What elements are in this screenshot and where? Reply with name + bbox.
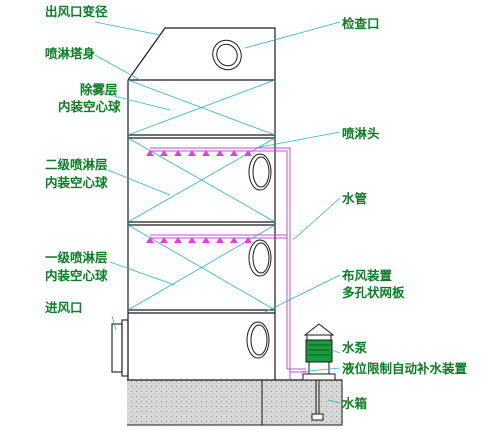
packing-cross-lines — [127, 79, 276, 311]
inspection-port-3 — [248, 239, 272, 277]
label-inspection-port: 检查口 — [342, 16, 380, 31]
leader-lines — [89, 21, 341, 404]
spray-nozzle — [244, 150, 252, 156]
label-second-spray-filling: 内装空心球 — [45, 175, 108, 190]
label-perforated-plate: 多孔状网板 — [342, 285, 405, 300]
label-spray-tower-body: 喷淋塔身 — [45, 46, 96, 61]
tower-body — [127, 79, 276, 380]
spray-nozzle — [216, 237, 224, 243]
outlet-reducer-cone — [127, 27, 276, 81]
label-demister-layer: 除雾层 — [80, 82, 118, 97]
spray-nozzle — [230, 150, 238, 156]
spray-nozzle — [174, 237, 182, 243]
spray-nozzle — [244, 237, 252, 243]
spray-nozzle — [160, 150, 168, 156]
label-demister-filling: 内装空心球 — [58, 99, 121, 114]
label-water-tank: 水箱 — [342, 396, 368, 411]
label-first-spray-filling: 内装空心球 — [45, 268, 108, 283]
spray-nozzle — [174, 150, 182, 156]
spray-nozzle — [146, 150, 154, 156]
inspection-port-4 — [246, 321, 270, 359]
label-spray-head: 喷淋头 — [342, 126, 380, 141]
water-tank — [127, 379, 342, 426]
spray-nozzle — [202, 237, 210, 243]
label-water-pipe: 水管 — [342, 191, 368, 206]
pump-housing — [261, 379, 343, 426]
label-first-spray-layer: 一级喷淋层 — [45, 250, 108, 265]
label-air-distributor: 布风装置 — [342, 268, 393, 283]
label-second-spray-layer: 二级喷淋层 — [45, 157, 108, 172]
inspection-port-top — [212, 39, 242, 71]
spray-nozzle — [202, 150, 210, 156]
water-pipe — [150, 147, 306, 380]
spray-nozzles-row-1 — [146, 150, 252, 156]
inspection-port-2 — [248, 153, 272, 191]
spray-nozzle — [230, 237, 238, 243]
air-inlet-flange — [111, 319, 129, 377]
spray-nozzle — [188, 150, 196, 156]
label-level-control: 液位限制自动补水装置 — [342, 361, 468, 376]
label-air-inlet: 进风口 — [45, 300, 83, 315]
spray-nozzle — [160, 237, 168, 243]
spray-nozzle — [146, 237, 154, 243]
label-water-pump: 水泵 — [342, 340, 368, 355]
spray-nozzle — [216, 150, 224, 156]
spray-nozzle — [188, 237, 196, 243]
spray-nozzles-row-2 — [146, 237, 252, 243]
label-outlet-reducer: 出风口变径 — [45, 4, 108, 19]
water-pump — [302, 323, 336, 421]
